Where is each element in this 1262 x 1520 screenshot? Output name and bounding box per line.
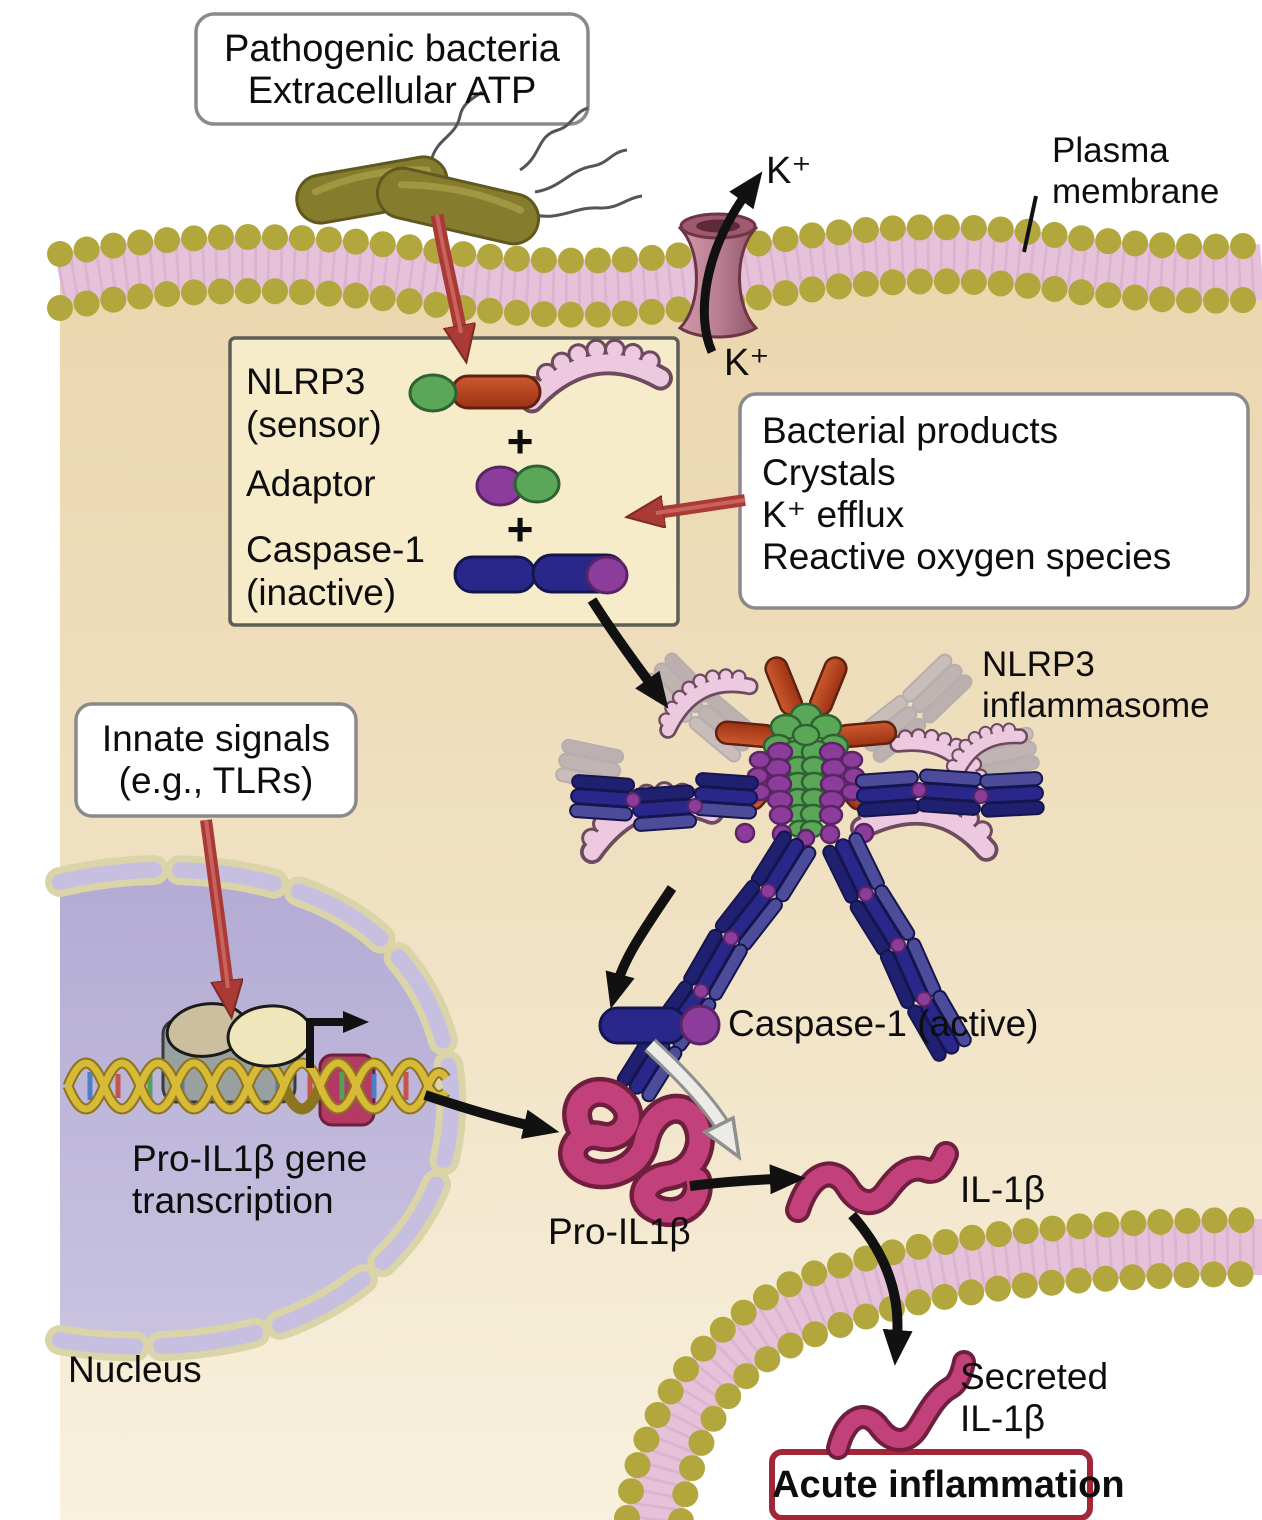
- secretion-arrow: [848, 1211, 913, 1366]
- nucleus-label: Nucleus: [68, 1349, 202, 1390]
- caspase-active-label: Caspase-1 (active): [728, 1003, 1039, 1044]
- assembly-arrow: [587, 597, 669, 709]
- acute-inflammation-box: [769, 1449, 1093, 1520]
- stimulus-box-label: Pathogenic bacteria Extracellular ATP: [224, 28, 560, 112]
- flow-arrows: [200, 195, 1038, 1366]
- il1b-graphic: [785, 1141, 959, 1223]
- k-in-label: K⁺: [724, 342, 770, 384]
- pro-il1b-label: Pro-IL1β: [548, 1211, 691, 1252]
- nlrp3-inflammasome-complex: [553, 649, 1046, 1105]
- mrna-export-arrow: [423, 1090, 560, 1139]
- bacteria: [295, 90, 643, 246]
- pro-il1b-graphic: [558, 1077, 715, 1227]
- innate-signals-label: Innate signals (e.g., TLRs): [101, 718, 331, 801]
- caspase-inactive-label: Caspase-1 (inactive): [246, 529, 425, 613]
- adaptor-label: Adaptor: [246, 463, 376, 504]
- caspase-action-arrow: [644, 1038, 742, 1161]
- gene-transcription-label: Pro-IL1β gene transcription: [132, 1138, 368, 1221]
- secreted-il1b-graphic: [826, 1350, 976, 1460]
- plasma-membrane-bottom: [614, 1207, 1262, 1520]
- adaptor-graphic: [475, 464, 561, 507]
- secreted-il1b-label: Secreted IL-1β: [960, 1356, 1109, 1439]
- caspase1-active-graphic: [598, 1004, 721, 1046]
- stimulus-box: [194, 12, 590, 126]
- plus-sign-1: +: [506, 415, 534, 467]
- gene-transcription-graphic: [62, 1002, 451, 1127]
- caspase1-inactive-graphic: [453, 553, 629, 595]
- purple-columns: [734, 741, 875, 848]
- cleavage-arrow: [689, 1164, 806, 1195]
- potassium-channel: [677, 212, 759, 339]
- flagella: [430, 90, 643, 218]
- caspase-filament-arms: [568, 768, 1046, 1105]
- transcription-start-arrow: [306, 1011, 369, 1068]
- innate-signals-box: [74, 702, 358, 818]
- nlrp3-sensor-graphic: [408, 343, 661, 411]
- acute-inflammation-label: Acute inflammation: [772, 1464, 1125, 1506]
- sensor-label: NLRP3 (sensor): [246, 361, 382, 445]
- activators-list: Bacterial products Crystals K⁺ efflux Re…: [762, 410, 1172, 577]
- inflammasome-label: NLRP3 inflammasome: [982, 645, 1210, 725]
- il1b-label: IL-1β: [960, 1169, 1046, 1210]
- plus-sign-2: +: [506, 503, 534, 555]
- membrane-pointer-line: [1022, 195, 1038, 253]
- plasma-membrane-label: Plasma membrane: [1052, 131, 1220, 211]
- activation-arrow: [605, 885, 677, 1010]
- k-efflux-arrow: [699, 171, 763, 354]
- k-out-label: K⁺: [766, 150, 812, 192]
